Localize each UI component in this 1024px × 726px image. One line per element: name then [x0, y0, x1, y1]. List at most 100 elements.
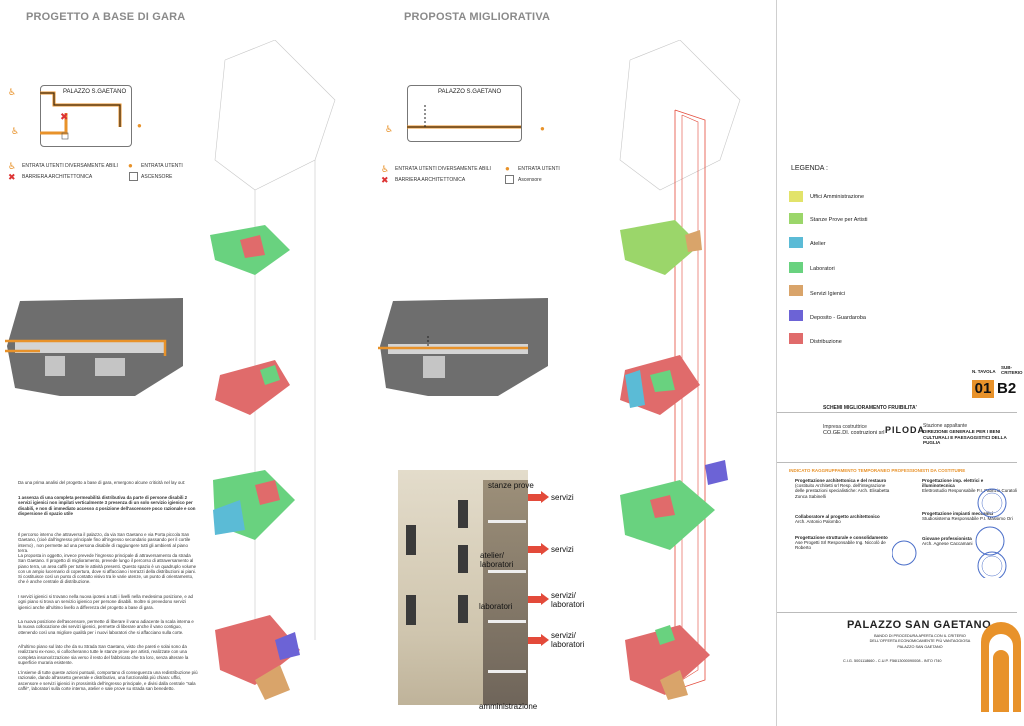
key-lift-icon	[129, 172, 138, 181]
entrance-users-icon: ●	[137, 121, 142, 130]
legend-label-2: Atelier	[810, 241, 826, 247]
plan-right	[373, 296, 550, 398]
stazione-name: DIREZIONE GENERALE PER I BENI CULTURALI …	[923, 429, 1007, 445]
key-barrier-icon: ✖	[8, 172, 16, 182]
role-5-title: Giovane professionista	[922, 536, 972, 541]
key-disabled-label: ENTRATA UTENTI DIVERSAMENTE ABILI	[22, 163, 118, 169]
left-title: PROGETTO A BASE DI GARA	[26, 11, 186, 23]
label-servizi-2: servizi	[551, 545, 574, 554]
arrow-servizi-3-head	[541, 593, 549, 605]
key-disabled-icon: ♿	[8, 161, 17, 171]
key-users-icon: ●	[128, 161, 133, 170]
tavola-subcriterio: B2	[997, 380, 1017, 397]
role-2-title: Collaboratore al progetto architettonico	[795, 514, 880, 519]
right-title: PROPOSTA MIGLIORATIVA	[404, 11, 551, 23]
legend-swatch-4	[789, 285, 803, 296]
label-servizi-1: servizi	[551, 493, 574, 502]
scheme-box-right-title: PALAZZO S.GAETANO	[438, 89, 502, 95]
legend-swatch-6	[789, 333, 803, 344]
label-atelier: atelier/ laboratori	[480, 551, 514, 569]
role-0: Progettazione architettonica e del resta…	[795, 478, 890, 499]
footer-title: PALAZZO SAN GAETANO	[847, 619, 992, 631]
divider-1	[777, 412, 1017, 413]
plan-left-svg	[0, 298, 183, 396]
footer-sub1: BANDO DI PROCEDURA APERTA CON IL CRITERI…	[869, 634, 971, 643]
barrier-icon: ✖	[60, 112, 69, 123]
label-servizi-4: servizi/ laboratori	[551, 631, 585, 649]
sheet-title: SCHEMI MIGLIORAMENTO FRUIBILITA'	[823, 405, 917, 411]
legend-label-1: Stanze Prove per Artisti	[810, 217, 868, 223]
role-2-detail: Arch. Antonio Palombo	[795, 519, 841, 525]
route-right-svg	[407, 105, 521, 129]
route-left-svg	[40, 91, 122, 140]
key-right-barrier-label: BARRIERA ARCHITETTONICA	[395, 177, 466, 183]
piloda-logo: PILODA	[885, 425, 926, 435]
stamps-svg	[892, 488, 1007, 578]
desc-p3: I servizi igienici si trovano nella nuov…	[18, 594, 193, 610]
legend-title: LEGENDA :	[791, 165, 828, 172]
desc-p4: La nuova posizione dell'ascensore, perme…	[18, 619, 194, 635]
title-block: LEGENDA : Uffici Amministrazione Stanze …	[776, 0, 1024, 726]
key-right-lift-icon	[505, 175, 514, 184]
arrow-servizi-2-head	[541, 543, 549, 555]
entrance-disabled-icon: ♿	[8, 87, 17, 97]
key-right-lift-label: Ascensore	[518, 177, 542, 183]
legend-label-3: Laboratori	[810, 266, 835, 272]
desc-points: 1 assenza di una completa permeabilità d…	[18, 495, 196, 516]
legend-swatch-3	[789, 262, 803, 273]
footer-sub2: PALAZZO SAN GAETANO	[897, 645, 943, 649]
role-4: Progettazione strutturale e consolidamen…	[795, 535, 890, 551]
legend-swatch-2	[789, 237, 803, 248]
stazione-label: Stazione appaltante	[923, 423, 968, 429]
legend-label-6: Distribuzione	[810, 339, 842, 345]
scheme-box-left-title: PALAZZO S.GAETANO	[63, 89, 127, 95]
desc-p6: L'insieme di tutte queste azioni puntual…	[18, 670, 198, 691]
label-amministrazione: amministrazione	[479, 702, 538, 711]
role-0-detail: (costituito Architetti srl Resp. dell'in…	[795, 483, 890, 499]
entrance-disabled-icon-2: ♿	[11, 126, 20, 136]
arrow-servizi-4-head	[541, 634, 549, 646]
label-stanze-prove: stanze prove	[488, 481, 534, 490]
tavola-n-label: N. TAVOLA	[972, 369, 996, 374]
divider-3	[777, 612, 1017, 613]
team-header: INDICATO RAGGRUPPAMENTO TEMPORANEO PROFE…	[789, 468, 966, 473]
role-1: Progettazione imp. elettrici e illuminot…	[922, 478, 1017, 494]
arrow-servizi-1-head	[541, 491, 549, 503]
key-right-barrier-icon: ✖	[381, 175, 389, 185]
role-4-detail: Ase Progetti Srl Responsabile Ing. Nicco…	[795, 540, 886, 551]
key-users-label: ENTRATA UTENTI	[141, 163, 183, 169]
role-2: Collaboratore al progetto architettonico…	[795, 514, 890, 524]
arch-logo-icon	[981, 622, 1021, 712]
role-3-title: Progettazione impianti meccanici	[922, 511, 994, 516]
arrow-servizi-2	[528, 546, 541, 553]
tavola-sub-label: SUB-CRITERIO	[1001, 365, 1023, 375]
role-1-detail: Elettrostudio Responsabile P.I. Fabrizio…	[922, 488, 1017, 494]
key-right-disabled-icon: ♿	[381, 164, 390, 174]
arrow-servizi-3	[528, 596, 541, 603]
role-4-title: Progettazione strutturale e consolidamen…	[795, 535, 888, 540]
entrance-users-icon-right: ●	[540, 124, 545, 133]
legend-label-0: Uffici Amministrazione	[810, 194, 864, 200]
key-right-users-label: ENTRATA UTENTI	[518, 166, 560, 172]
footer-codes: C.I.G. 5001118660 - C.U.P. F56I130000900…	[843, 659, 942, 663]
scheme-box-left: PALAZZO S.GAETANO	[40, 85, 132, 147]
section-photo	[398, 470, 528, 705]
plan-left	[0, 296, 185, 398]
key-right-disabled-label: ENTRATA UTENTI DIVERSAMENTE ABILI	[395, 166, 491, 172]
desc-p1: Il percorso interno che attraversa il pa…	[18, 532, 191, 553]
role-5-detail: Arch. Agnese Caccamani	[922, 541, 973, 547]
role-1-title: Progettazione imp. elettrici e illuminot…	[922, 478, 984, 489]
arrow-servizi-1	[528, 494, 541, 501]
impresa-name: CO.GE.DI. costruzioni srl	[823, 430, 885, 436]
role-0-title: Progettazione architettonica e del resta…	[795, 478, 887, 483]
divider-2	[777, 462, 1017, 463]
role-3: Progettazione impianti meccanici Studios…	[922, 511, 1017, 521]
legend-swatch-1	[789, 213, 803, 224]
desc-intro: Da una prima analisi del progetto a base…	[18, 480, 186, 485]
scheme-box-right: PALAZZO S.GAETANO	[407, 85, 522, 142]
key-right-users-icon: ●	[505, 164, 510, 173]
legend-swatch-0	[789, 191, 803, 202]
axonometric-right	[619, 40, 741, 700]
tavola-number: 01	[972, 380, 994, 398]
legend-label-5: Deposito - Guardaroba	[810, 315, 866, 321]
